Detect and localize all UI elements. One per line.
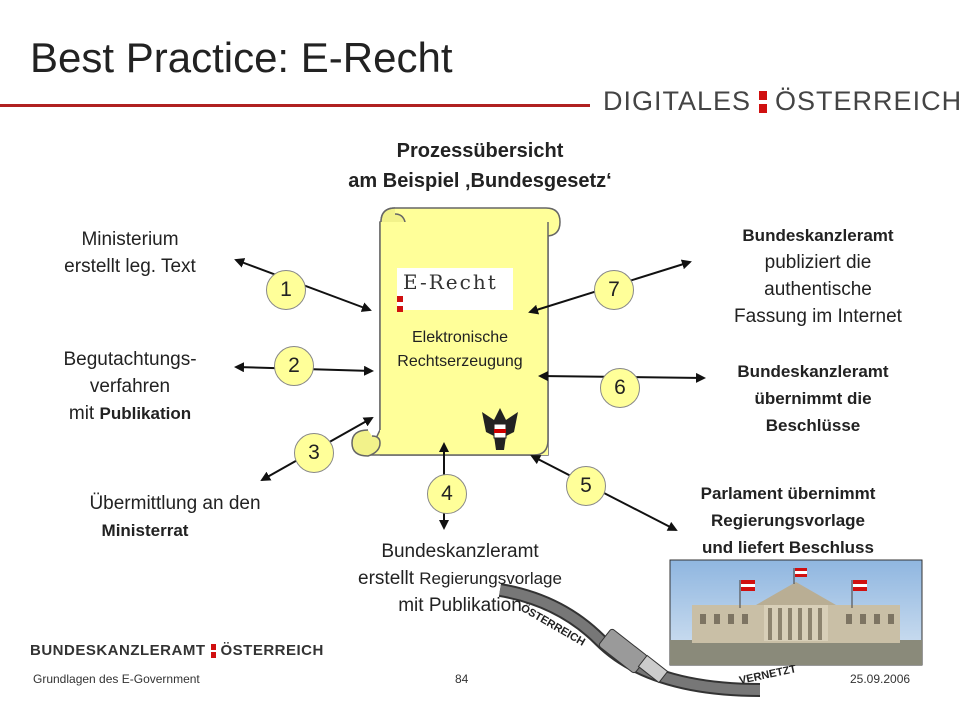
parliament-photo — [669, 559, 923, 666]
usb-cable-icon: ÖSTERREICH VERNETZT — [498, 583, 798, 697]
digitales-oesterreich-logo: DIGITALES ÖSTERREICH — [603, 86, 960, 117]
step-5-line3: und liefert Beschluss — [702, 538, 874, 557]
step-7-line2: publiziert die — [764, 252, 872, 273]
step-2-line2: verfahren — [89, 376, 171, 397]
step-2-line1: Begutachtungs- — [63, 349, 197, 370]
step-3-line2: Ministerrat — [101, 521, 189, 540]
step-6-line1: Bundeskanzleramt — [737, 362, 889, 381]
step-7-line4: Fassung im Internet — [734, 306, 902, 327]
step-2-number: 2 — [274, 346, 314, 386]
scroll-label-line1: Elektronische — [411, 329, 509, 346]
heading-line2: am Beispiel ‚Bundesgesetz‘ — [348, 170, 612, 192]
step-7-text: Bundeskanzleramt publiziert die authenti… — [690, 222, 946, 330]
step-5-number: 5 — [566, 466, 606, 506]
title-divider — [0, 104, 590, 107]
step-6-line3: Beschlüsse — [765, 416, 861, 435]
step-4-line2-prefix: erstellt — [358, 568, 420, 589]
step-3-line1: Übermittlung an den — [89, 493, 261, 514]
page-title: Best Practice: E-Recht — [30, 34, 453, 81]
step-3-text: Übermittlung an den Ministerrat — [55, 490, 295, 544]
bundeskanzleramt-logo: BUNDESKANZLERAMT ÖSTERREICH — [30, 642, 324, 659]
step-4-line2: erstellt Regierungsvorlage — [300, 565, 620, 592]
step-6-number: 6 — [600, 368, 640, 408]
step-2-line3-prefix: mit — [68, 403, 100, 424]
footer-brand-right: ÖSTERREICH — [220, 642, 324, 659]
scroll-label: Elektronische Rechtserzeugung — [370, 326, 550, 374]
step-1-text: Ministerium erstellt leg. Text — [30, 226, 230, 280]
step-1-line1: Ministerium — [81, 229, 179, 250]
step-7-line3: authentische — [764, 279, 872, 300]
footer-brand-mark-icon — [210, 643, 216, 659]
footer-brand-left: BUNDESKANZLERAMT — [30, 642, 206, 659]
step-4-text: Bundeskanzleramt erstellt Regierungsvorl… — [300, 538, 620, 619]
step-1-line2: erstellt leg. Text — [64, 256, 196, 277]
step-7-line1: Bundeskanzleramt — [742, 226, 894, 245]
step-1-number: 1 — [266, 270, 306, 310]
step-4-number: 4 — [427, 474, 467, 514]
step-5-line2: Regierungsvorlage — [711, 511, 865, 530]
heading-line1: Prozessübersicht — [396, 140, 564, 162]
e-recht-mark-icon — [397, 294, 403, 314]
page-number: 84 — [455, 672, 469, 686]
step-2-text: Begutachtungs- verfahren mit Publikation — [30, 346, 230, 427]
brand-mark-icon — [759, 89, 768, 115]
step-7-number: 7 — [594, 270, 634, 310]
step-4-line2-bold: Regierungsvorlage — [419, 569, 562, 588]
step-2-line3: mit Publikation — [30, 400, 230, 427]
step-6-text: Bundeskanzleramt übernimmt die Beschlüss… — [700, 358, 926, 439]
step-4-line3: mit Publikation — [398, 595, 522, 616]
step-5-text: Parlament übernimmt Regierungsvorlage un… — [660, 480, 916, 561]
brand-left-text: DIGITALES — [603, 86, 752, 116]
scroll-label-line2: Rechtserzeugung — [397, 353, 523, 370]
cable-text-vernetzt: VERNETZT — [738, 663, 798, 687]
e-recht-logo: E-Recht — [397, 268, 513, 312]
process-heading: Prozessübersicht am Beispiel ‚Bundesgese… — [280, 136, 680, 196]
e-recht-logo-text: E-Recht — [403, 270, 498, 294]
step-3-number: 3 — [294, 433, 334, 473]
brand-right-text: ÖSTERREICH — [775, 86, 960, 116]
footer-course: Grundlagen des E-Government — [33, 672, 200, 686]
step-6-line2: übernimmt die — [754, 389, 872, 408]
step-5-line1: Parlament übernimmt — [700, 484, 876, 503]
austrian-eagle-icon — [482, 408, 518, 450]
step-2-line3-bold: Publikation — [99, 404, 192, 423]
footer-date: 25.09.2006 — [850, 672, 911, 686]
step-4-line1: Bundeskanzleramt — [381, 541, 539, 562]
